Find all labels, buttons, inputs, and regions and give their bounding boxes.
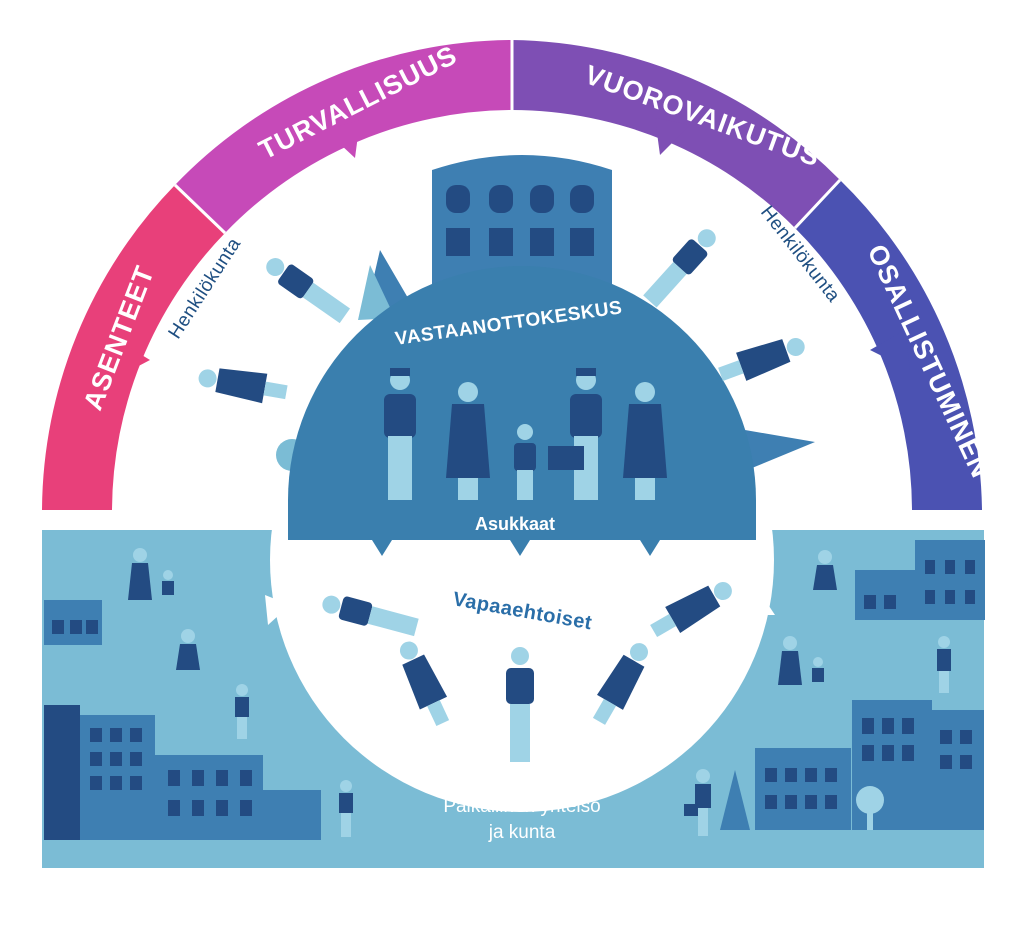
community-label-line1: Paikallinen yhteisö [443,796,600,817]
tree-right [745,430,815,468]
community-buildings-right [720,540,985,830]
resident-figures [384,368,667,500]
volunteer-figures [322,582,732,762]
community-people [128,548,951,837]
outer-arc [42,40,982,510]
residents-label: Asukkaat [475,514,555,534]
community-label-line2: ja kunta [488,822,556,843]
staff-figures [198,229,805,404]
community-buildings-left [44,600,321,840]
arc-segment-asenteet [42,185,225,510]
